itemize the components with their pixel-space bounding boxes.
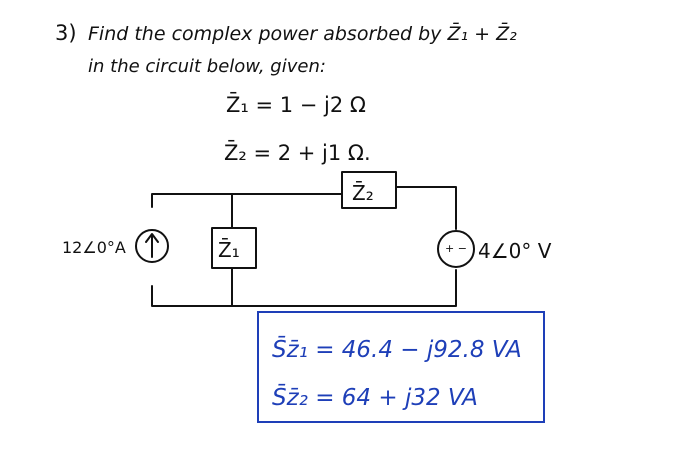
voltage-source-label: 4∠0° V <box>478 239 552 263</box>
z2-impedance-box <box>341 171 397 209</box>
top-wire-left <box>151 193 343 208</box>
circuit-diagram: Z̄₂ Z̄₁ 12∠0°A + − 4∠0° V <box>62 171 552 307</box>
problem-line-1: Find the complex power absorbed by Z̄₁ +… <box>88 21 517 45</box>
problem-line-2: in the circuit below, given: <box>88 56 326 77</box>
current-source-label: 12∠0°A <box>62 238 126 257</box>
given-z1: Z̄₁ = 1 − j2 Ω <box>226 92 366 117</box>
top-wire-right <box>395 186 457 230</box>
answer-border <box>257 311 545 423</box>
z1-impedance-box <box>211 227 257 269</box>
z2-label: Z̄₂ <box>352 180 374 205</box>
problem-number: 3) <box>55 21 77 45</box>
voltage-source-sign: + − <box>445 242 467 255</box>
given-z2: Z̄₂ = 2 + j1 Ω. <box>224 140 371 165</box>
bottom-wire <box>151 269 457 307</box>
answer-s-z1: S̄z̄₁ = 46.4 − j92.8 VA <box>272 335 522 363</box>
answer-s-z2: S̄z̄₂ = 64 + j32 VA <box>272 383 478 411</box>
voltage-source-symbol <box>437 230 475 268</box>
z1-label: Z̄₁ <box>218 237 240 262</box>
current-arrow-icon <box>145 233 159 258</box>
current-source-symbol <box>135 229 169 263</box>
answer-box: S̄z̄₁ = 46.4 − j92.8 VA S̄z̄₂ = 64 + j32… <box>257 311 545 423</box>
